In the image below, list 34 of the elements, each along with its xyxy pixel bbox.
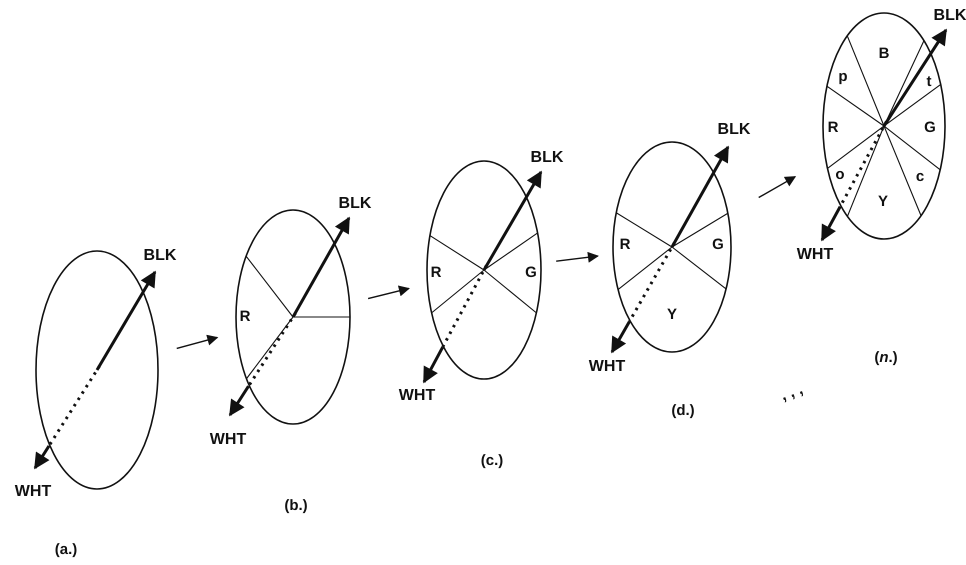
sector-label: B (878, 46, 890, 62)
axis-label: WHT (14, 483, 52, 501)
sector-label: R (828, 120, 838, 136)
sector-label: p (838, 69, 848, 85)
sector-label: R (620, 237, 630, 253)
axis-label: BLK (934, 7, 966, 25)
arrow (556, 252, 599, 263)
arrow (758, 176, 796, 198)
sector-label: o (835, 167, 845, 183)
sector-label: t (926, 74, 932, 90)
sector-label: Y (878, 194, 888, 210)
arrow (368, 286, 410, 300)
sector-label: Y (667, 307, 677, 323)
sector-label: G (525, 265, 537, 281)
axis-label: BLK (338, 195, 372, 213)
panel-caption: (d.) (671, 402, 695, 420)
panel-caption: (a.) (54, 541, 78, 559)
sector-label: R (430, 265, 442, 281)
panel-caption: (c.) (480, 452, 504, 470)
sector-label: c (916, 169, 924, 185)
axis-label: WHT (398, 387, 436, 405)
axis-label: WHT (588, 358, 626, 376)
axis-label: WHT (796, 246, 834, 264)
axis-label: WHT (210, 431, 246, 449)
axis-label: BLK (718, 121, 750, 139)
sector-label: R (240, 309, 250, 325)
arrow (176, 334, 218, 350)
ellipsis-mark: , , , (778, 380, 806, 406)
sector-label: G (924, 120, 936, 136)
sector-label: G (712, 237, 724, 253)
axis-label: BLK (530, 149, 564, 167)
panel-caption: (n.) (874, 349, 898, 367)
axis-label: BLK (144, 247, 176, 265)
panel-caption: (b.) (284, 497, 308, 515)
